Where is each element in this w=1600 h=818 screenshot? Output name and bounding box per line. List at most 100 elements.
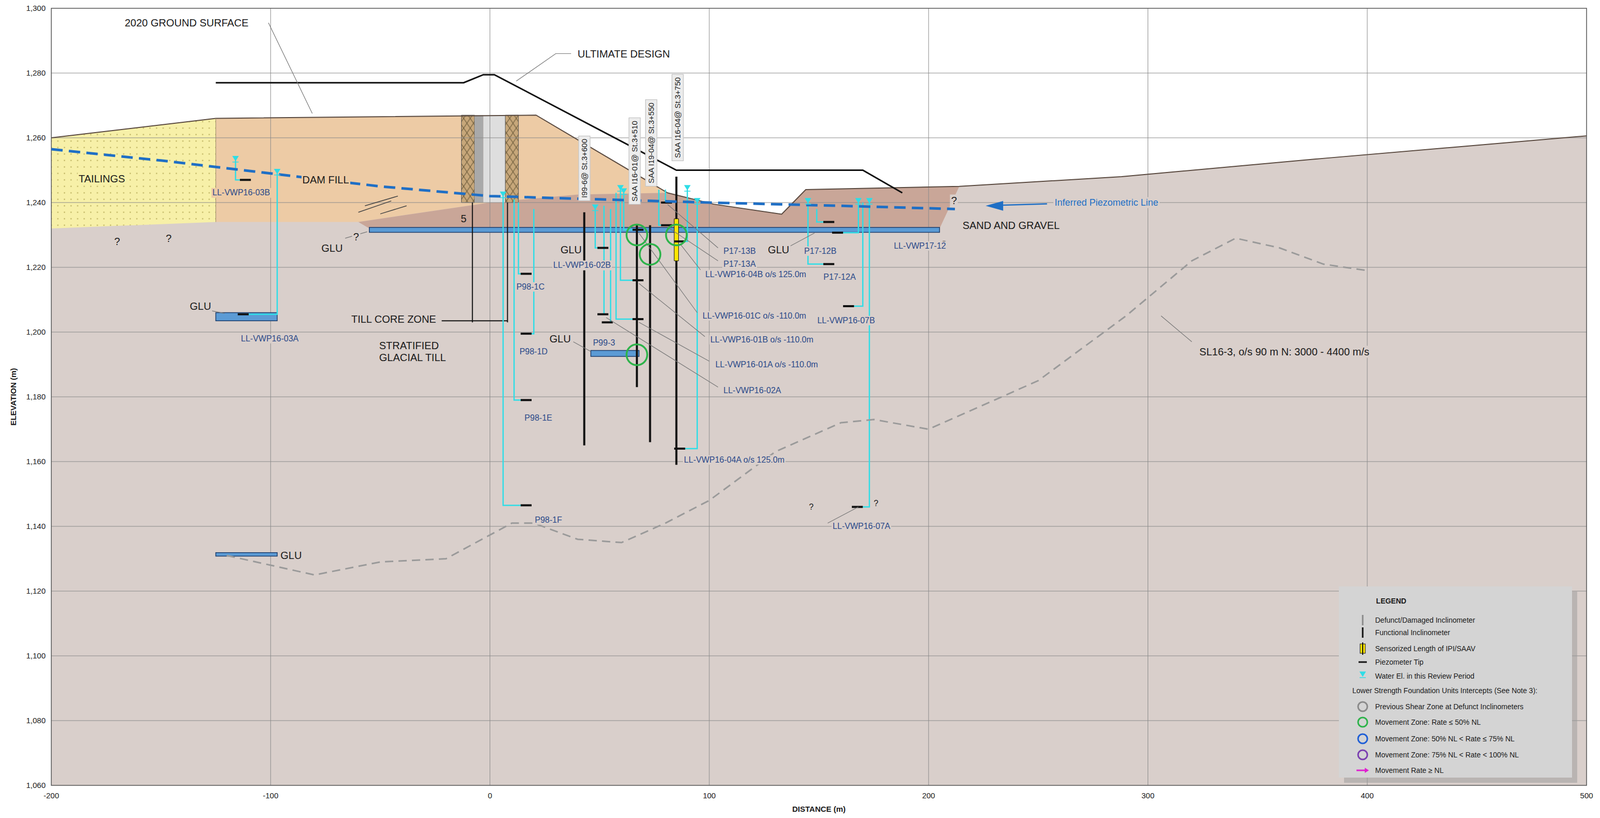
leader-line	[638, 283, 705, 337]
annotation: GLU	[548, 332, 572, 345]
annotation: GLU	[559, 243, 583, 256]
annotation: DAM FILL	[301, 174, 351, 187]
instrument-label: P17-12B	[803, 246, 838, 256]
annotation: ?	[352, 230, 361, 243]
water-level-marker	[694, 198, 701, 205]
water-level-marker	[617, 185, 624, 192]
instrument-label: LL-VWP16-04B o/s 125.0m	[704, 269, 808, 280]
tick-label: 1,220	[24, 262, 47, 272]
legend-sample	[1358, 750, 1368, 760]
water-level-marker	[592, 205, 599, 211]
instrument-label: LL-VWP16-07A	[831, 521, 892, 532]
legend-sample	[1358, 661, 1367, 664]
legend-sample	[1362, 627, 1364, 638]
tick-label: 500	[1579, 791, 1595, 800]
instrument-label: LL-VWP16-03B	[211, 188, 271, 198]
grid	[51, 8, 1587, 786]
till-core-bracket	[441, 202, 508, 323]
annotation: 2020 GROUND SURFACE	[123, 17, 250, 30]
axis-title: ELEVATION (m)	[8, 366, 18, 427]
tick-label: 1,080	[24, 716, 47, 725]
annotation: GLU	[279, 549, 303, 562]
movement-zone-circle	[639, 244, 661, 265]
instrument-label: LL-VWP16-02B	[552, 260, 612, 270]
legend-text: Movement Rate ≥ NL	[1374, 766, 1445, 775]
annotation: TAILINGS	[77, 172, 127, 185]
seismic-line	[226, 238, 1368, 576]
tick-label: 1,260	[24, 133, 47, 142]
section-layers	[51, 8, 1587, 786]
annotation: ?	[164, 232, 173, 245]
tick-label: 1,160	[24, 456, 47, 466]
movement-zone-circle	[665, 224, 687, 246]
instrument-label: P99-3	[591, 338, 617, 348]
piezometric-arrow	[1003, 204, 1048, 206]
arrow-head	[985, 201, 1004, 211]
legend-box	[1338, 586, 1573, 778]
tailings-boundary	[215, 118, 217, 223]
tick-label: -200	[42, 791, 61, 800]
inclinometer-label: SAA I16-01@ St.3+510	[628, 117, 641, 205]
tick-label: 1,280	[24, 68, 47, 78]
piezometer-risers	[235, 160, 870, 508]
core-filter	[474, 115, 484, 203]
legend-sample	[1358, 717, 1368, 727]
legend-text: Piezometer Tip	[1374, 658, 1425, 667]
tick-label: 100	[701, 791, 717, 800]
tick-label: 200	[921, 791, 937, 800]
instrument-label: P98-1C	[515, 281, 546, 292]
instrument-label: LL-VWP17-12	[892, 241, 948, 251]
annotation: TILL CORE ZONE	[350, 313, 438, 326]
instrument-label: P17-13A	[722, 259, 757, 269]
inclinometer-label: I99-6@ St.3+600	[578, 135, 591, 202]
leader-line	[827, 507, 859, 524]
legend-text: Sensorized Length of IPI/SAAV	[1374, 644, 1477, 653]
water-level-marker	[232, 156, 239, 163]
legend-heading: LEGEND	[1375, 596, 1408, 606]
leader-line	[573, 341, 592, 352]
instrument-label: LL-VWP16-04A o/s 125.0m	[682, 455, 786, 465]
legend-text: Functional Inclinometer	[1374, 628, 1452, 637]
water-level-marker	[684, 185, 691, 192]
tick-label: 400	[1359, 791, 1375, 800]
instrument-label: P98-1E	[523, 413, 553, 423]
instrument-label: LL-VWP16-01A o/s -110.0m	[714, 359, 820, 369]
piezometer-tips	[237, 179, 863, 507]
legend-text: Water El. in this Review Period	[1374, 672, 1476, 681]
instrument-label: ?	[807, 502, 815, 512]
annotation: Inferred Piezometric Line	[1053, 197, 1160, 209]
tick-label: 1,300	[24, 3, 47, 13]
legend-text: Movement Zone: Rate ≤ 50% NL	[1374, 718, 1482, 727]
leader-line	[638, 322, 710, 362]
instrument-label: P98-1F	[533, 515, 563, 525]
water-level-marker	[855, 198, 862, 205]
core-hatch	[505, 115, 519, 203]
legend-sample	[1358, 734, 1368, 744]
core-hatch	[505, 115, 519, 203]
piezometric-line	[51, 149, 955, 210]
movement-zone-circle	[626, 344, 648, 366]
legend-text: Previous Shear Zone at Defunct Inclinome…	[1374, 702, 1525, 711]
ultimate-design	[215, 74, 903, 193]
annotation: ?	[950, 194, 959, 207]
tick-label: 1,100	[24, 651, 47, 661]
core	[483, 115, 506, 203]
tick-label: -100	[261, 791, 280, 800]
water-level-marker	[804, 198, 811, 205]
instrument-label: LL-VWP16-07B	[816, 315, 876, 325]
leader-line	[790, 233, 816, 247]
annotation: GLU	[766, 243, 791, 256]
core-hatch	[461, 115, 475, 203]
ground-surface	[51, 115, 1587, 214]
leader-line	[268, 22, 313, 114]
legend-sample	[1362, 642, 1364, 655]
leader-line	[667, 227, 719, 262]
annotation: GLU	[188, 300, 212, 313]
tick-label: 0	[486, 791, 493, 800]
legend-sample	[1356, 769, 1366, 772]
legend-sample	[1359, 672, 1366, 678]
annotation: SAND AND GRAVEL	[961, 219, 1061, 232]
annotation: ?	[112, 235, 121, 248]
